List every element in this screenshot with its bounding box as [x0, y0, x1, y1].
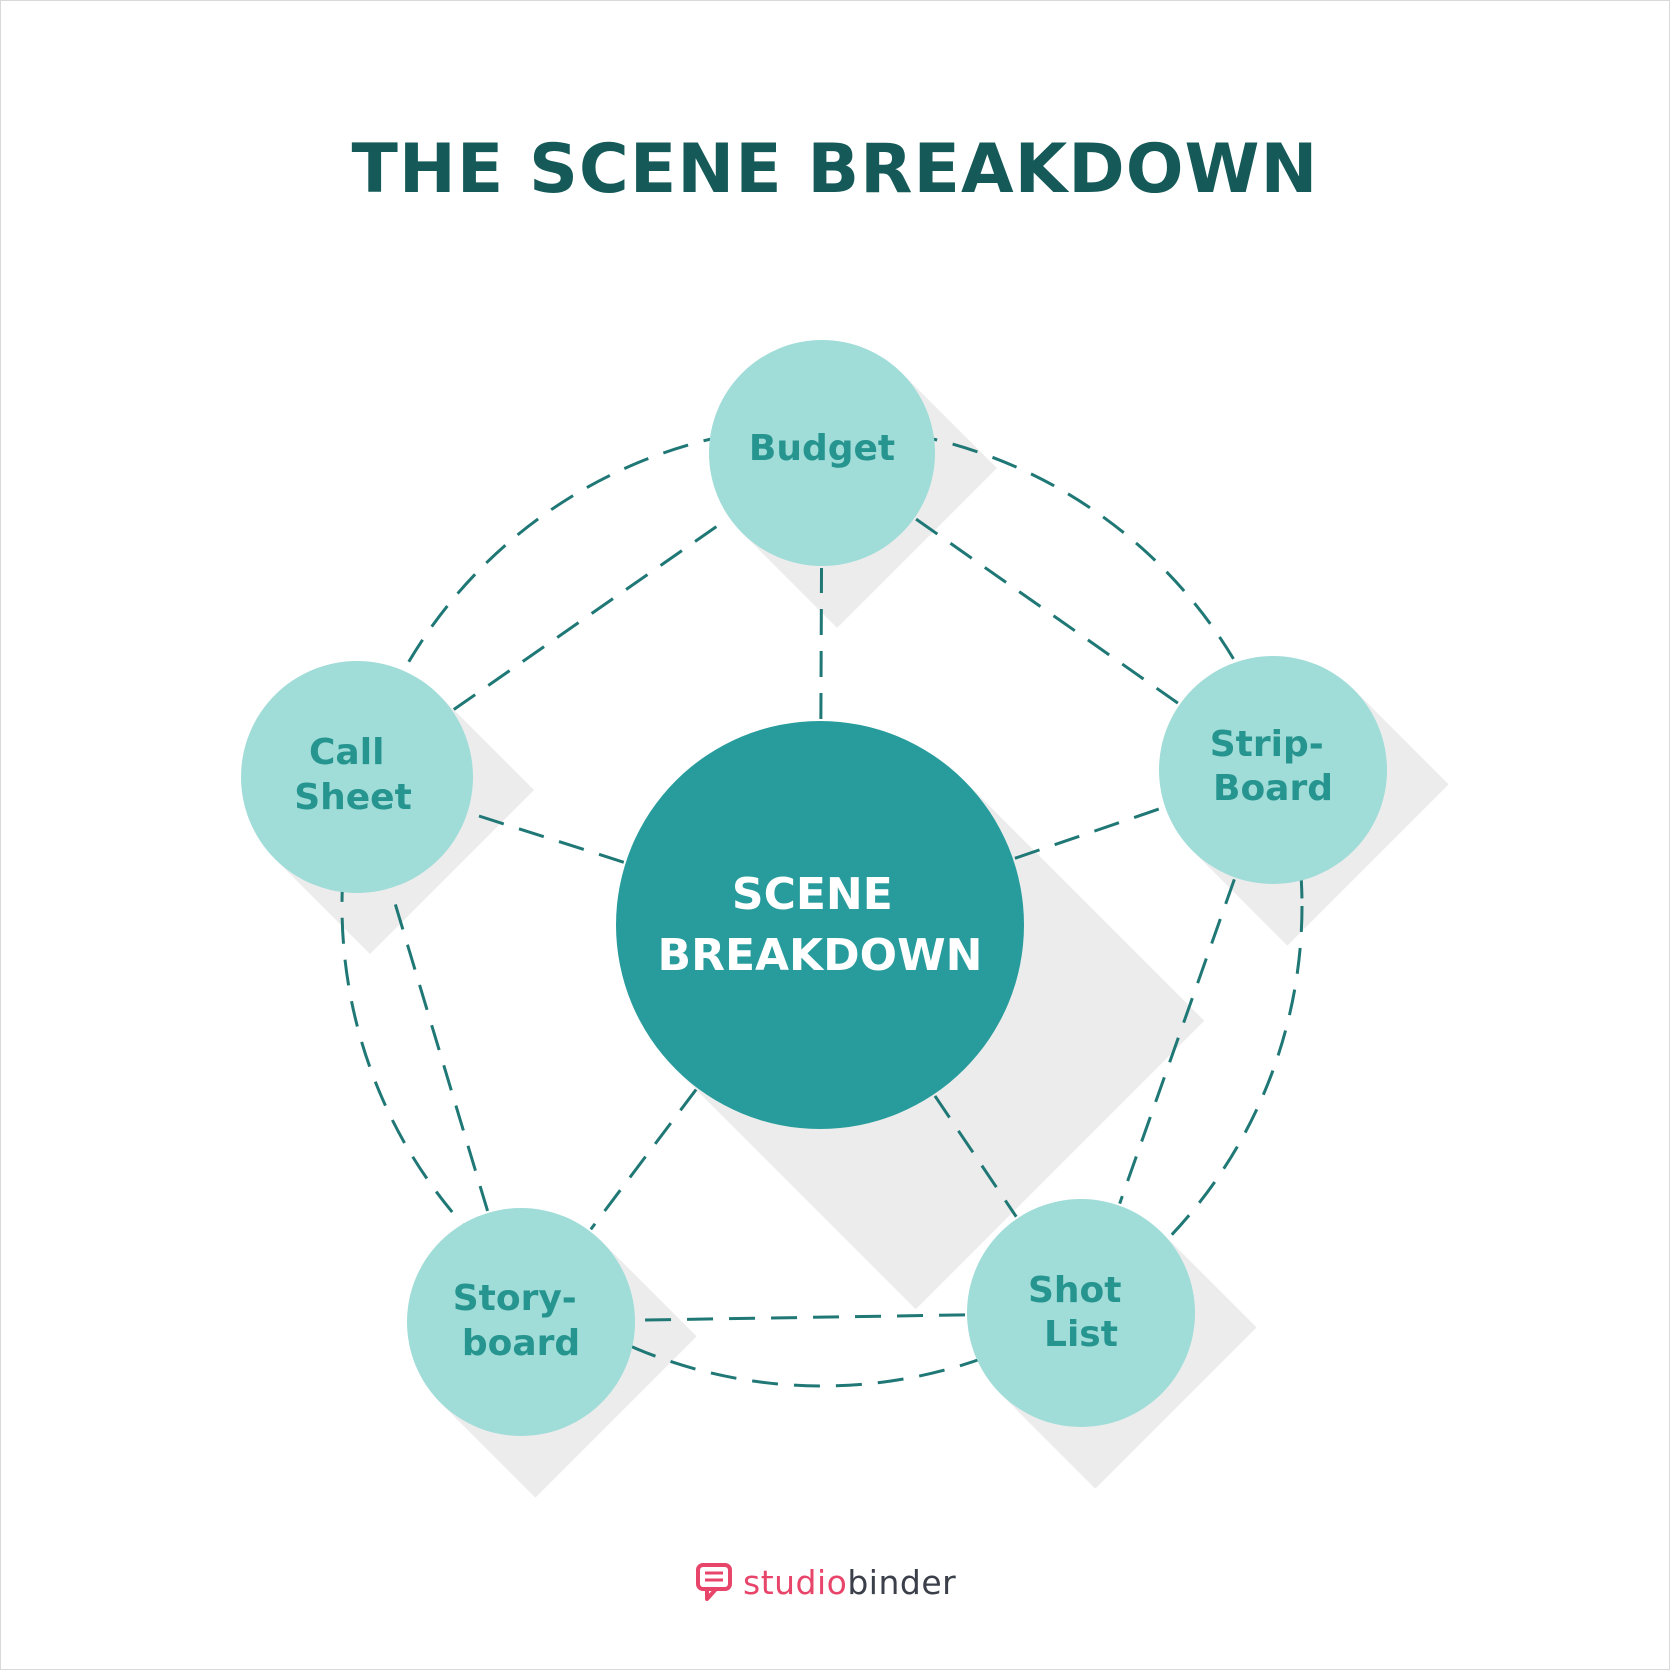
pentagon-connector-2 — [636, 1313, 966, 1322]
logo-binder-text: binder — [847, 1562, 957, 1602]
storyboard-label: Story- board — [453, 1278, 590, 1364]
shot-list-label: Shot List — [1028, 1270, 1134, 1355]
page-title: THE SCENE BREAKDOWN — [351, 130, 1319, 209]
spoke-connector-0 — [819, 567, 824, 720]
spoke-connector-4 — [468, 811, 625, 864]
budget-label-line-1: Budget — [749, 428, 895, 469]
storyboard-label-line-2: board — [462, 1323, 580, 1364]
node-storyboard: Story- board — [407, 1208, 635, 1436]
call-sheet-circle — [241, 661, 473, 893]
svg-text:SCENE BREAKDOWN: SCENE BREAKDOWN — [658, 869, 983, 981]
node-call-sheet: Call Sheet — [241, 661, 473, 893]
spoke-connector-2 — [933, 1095, 1018, 1218]
budget-circle — [709, 340, 935, 566]
storyboard-label-line-1: Story- — [453, 1278, 577, 1319]
pentagon-connector-3 — [389, 889, 490, 1212]
logo-wordmark: studiobinder — [743, 1563, 956, 1602]
spoke-connector-1 — [1014, 806, 1164, 860]
node-budget: Budget — [709, 340, 935, 566]
strip-board-label: Strip- Board — [1210, 724, 1337, 809]
center-node: SCENE BREAKDOWN — [616, 721, 1024, 1129]
shot-list-label-line-1: Shot — [1028, 1270, 1122, 1311]
logo-studio-text: studio — [743, 1562, 848, 1602]
pentagon-connector-1 — [1118, 878, 1236, 1205]
call-sheet-label-line-2: Sheet — [294, 777, 412, 818]
center-circle — [616, 721, 1024, 1129]
outer-ring-connector — [340, 424, 1304, 1388]
spoke-connector-3 — [589, 1088, 698, 1231]
center-label-line-2: BREAKDOWN — [658, 930, 983, 981]
node-strip-board: Strip- Board — [1159, 656, 1387, 884]
storyboard-circle — [407, 1208, 635, 1436]
strip-board-label-line-1: Strip- — [1210, 724, 1324, 765]
call-sheet-label: Call Sheet — [294, 732, 412, 818]
pentagon-connector-0 — [915, 517, 1179, 705]
strip-board-circle — [1159, 656, 1387, 884]
shot-list-circle — [967, 1199, 1195, 1427]
node-shot-list: Shot List — [967, 1199, 1195, 1427]
budget-label: Budget — [749, 428, 895, 469]
studiobinder-logo: studiobinder — [695, 1560, 956, 1604]
strip-board-label-line-2: Board — [1213, 768, 1333, 809]
center-label-line-1: SCENE — [732, 869, 893, 920]
connector-layer — [340, 424, 1304, 1388]
shot-list-label-line-2: List — [1044, 1314, 1118, 1355]
call-sheet-label-line-1: Call — [309, 732, 384, 773]
pentagon-connector-4 — [452, 517, 729, 711]
chat-bubble-icon — [696, 1563, 732, 1601]
